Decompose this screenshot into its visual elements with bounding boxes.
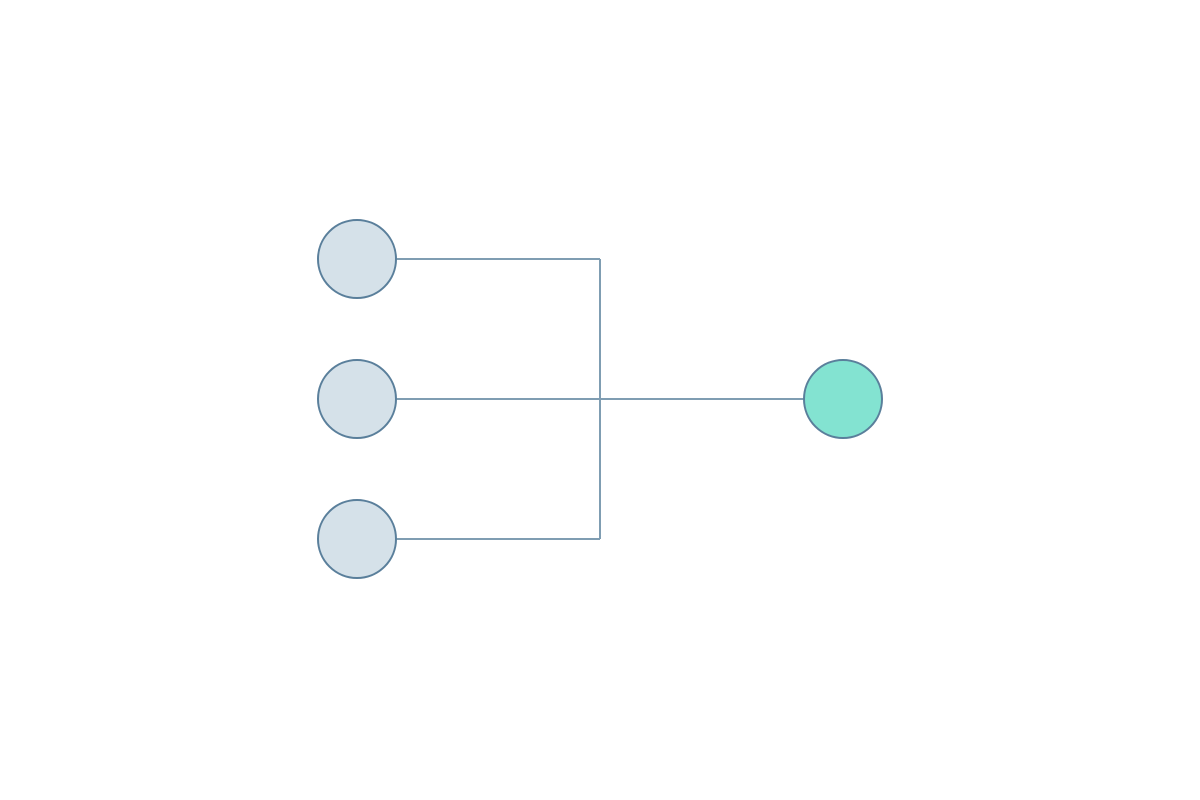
node-target <box>803 359 883 439</box>
node-source-top <box>317 219 397 299</box>
node-group <box>317 219 883 579</box>
connector-group <box>396 258 804 540</box>
node-source-bottom <box>317 499 397 579</box>
node-source-middle <box>317 359 397 439</box>
